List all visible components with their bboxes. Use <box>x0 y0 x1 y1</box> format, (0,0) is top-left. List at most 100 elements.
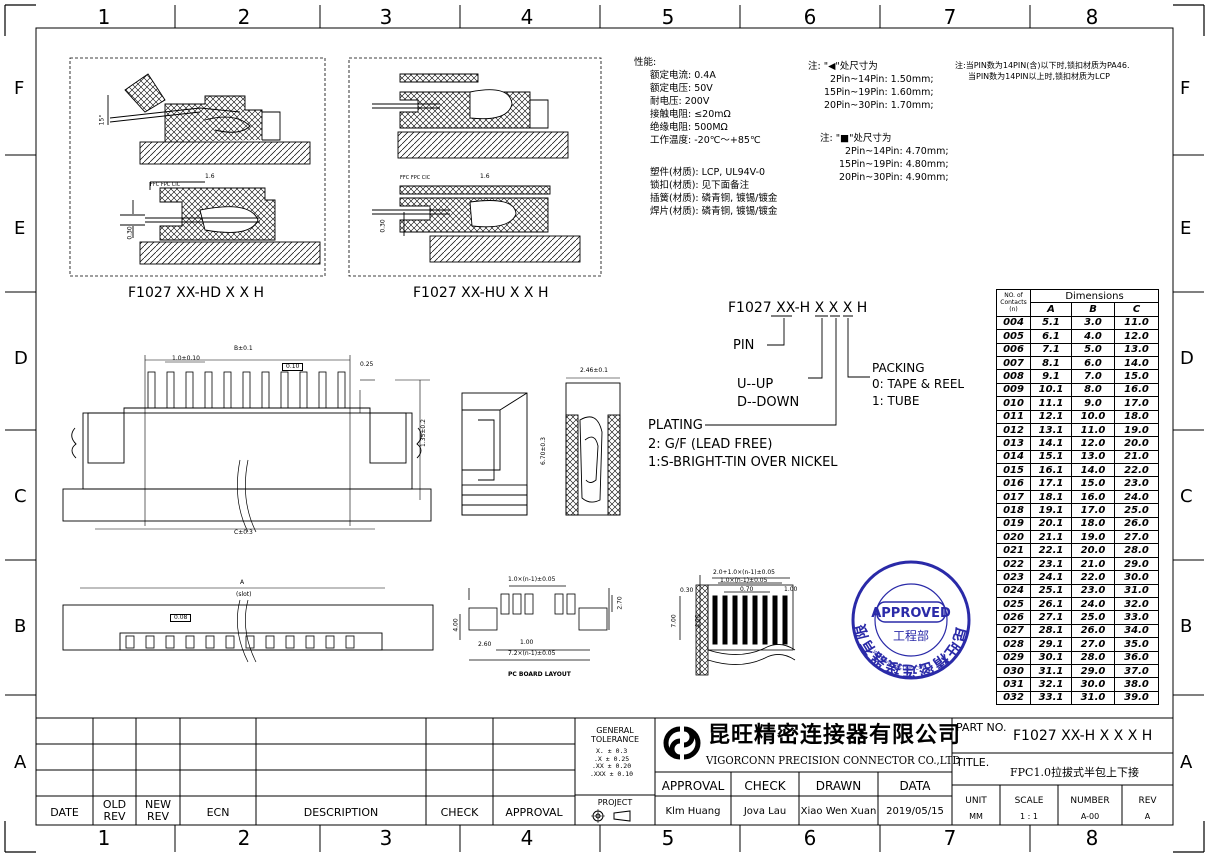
dims-cell-c: 29.0 <box>1114 556 1159 572</box>
zone-col-1: 1 <box>97 5 111 29</box>
scale-label: SCALE <box>1014 796 1044 806</box>
bottom-pin <box>205 635 215 649</box>
zone-row-b: B <box>1180 616 1193 637</box>
dims-cell-a: 22.1 <box>1030 543 1072 558</box>
tolerance-line: X. ± 0.3 <box>596 747 628 755</box>
dim-pitch: 1.0±0.10 <box>172 355 200 362</box>
dims-cell-a: 27.1 <box>1030 610 1072 625</box>
dims-cell-a: 15.1 <box>1030 449 1072 465</box>
fpc-070: 0.70 <box>740 586 754 593</box>
bottom-pin <box>325 635 335 649</box>
hd-dim-15deg: 15° <box>98 114 106 126</box>
note-line: 15Pin~19Pin: 1.60mm; <box>824 87 934 98</box>
tolerance-list: X. ± 0.3 .X ± 0.25 .XX ± 0.20 .XXX ± 0.1… <box>590 747 634 778</box>
dims-col-a: A <box>1030 302 1072 317</box>
dims-cell-c: 19.0 <box>1114 422 1159 438</box>
dims-cell-b: 27.0 <box>1071 637 1115 652</box>
rev-value: A <box>1144 812 1151 821</box>
tolerance-line: .XXX ± 0.10 <box>590 769 634 778</box>
tolerance-line: .XX ± 0.20 <box>592 762 632 770</box>
dim-flatness: 0.10 <box>282 363 304 371</box>
dims-cell-a: 30.1 <box>1030 650 1072 665</box>
dims-cell-a: 11.1 <box>1030 396 1072 411</box>
material-line: 锁扣(材质): 见下面备注 <box>650 180 750 191</box>
fpc-700: 7.00 <box>670 614 678 628</box>
dims-cell-a: 23.1 <box>1030 556 1072 572</box>
dims-cell-contacts: 017 <box>996 489 1031 505</box>
dims-cell-contacts: 006 <box>996 342 1031 357</box>
projection-symbol-icon <box>591 809 631 823</box>
company-name-en: VIGORCONN PRECISION CONNECTOR CO.,LTD <box>706 754 961 767</box>
hd-ffc-label: FFC FPC CIC <box>150 182 181 188</box>
rev-header-date: DATE <box>50 806 79 819</box>
dims-cell-b: 5.0 <box>1071 342 1115 357</box>
hd-view-label: F1027 XX-HD X X H <box>128 285 265 301</box>
performance-line: 耐电压: 200V <box>650 96 710 107</box>
dim-025: 0.25 <box>360 361 374 368</box>
front-pin <box>223 371 232 409</box>
zone-col-7: 7 <box>943 826 957 850</box>
fpc-finger <box>712 595 718 645</box>
dim-flatness-bottom: 0.08 <box>170 614 192 622</box>
dims-cell-a: 32.1 <box>1030 677 1072 692</box>
dims-cell-b: 29.0 <box>1071 663 1115 679</box>
part-code-plating-2: 2: G/F (LEAD FREE) <box>648 437 773 452</box>
front-pin <box>204 371 213 409</box>
dims-cell-b: 25.0 <box>1071 610 1115 625</box>
approved-stamp: 昆旺精密连接器有限公司 WWW.VIGORCONN.COM APPROVED 工… <box>849 558 971 680</box>
side-section-view <box>565 377 621 516</box>
dims-cell-b: 13.0 <box>1071 449 1115 465</box>
dims-cell-a: 12.1 <box>1030 409 1072 424</box>
front-pin <box>280 371 289 409</box>
dims-cell-b: 20.0 <box>1071 543 1115 558</box>
bottom-pin <box>125 635 135 649</box>
rev-header-new-rev: NEW REV <box>144 798 172 823</box>
note-line: 20Pin~30Pin: 1.70mm; <box>824 100 934 111</box>
zone-col-3: 3 <box>379 826 393 850</box>
zone-col-8: 8 <box>1085 826 1099 850</box>
dims-cell-c: 16.0 <box>1114 382 1159 398</box>
dims-cell-c: 38.0 <box>1114 677 1159 692</box>
dims-cell-contacts: 022 <box>996 556 1031 572</box>
rev-header-approval: APPROVAL <box>505 806 563 819</box>
zone-col-6: 6 <box>803 5 817 29</box>
pcb-total: 7.2×(n-1)±0.05 <box>508 650 556 657</box>
material-line: 焊片(材质): 磷青铜, 镀锡/镀金 <box>650 206 778 217</box>
rev-header-check: CHECK <box>440 806 479 819</box>
dims-cell-contacts: 026 <box>996 610 1031 625</box>
dims-head-no: NO. of Contacts (n) <box>996 289 1031 317</box>
fpc-finger <box>742 595 748 645</box>
pcb-title: PC BOARD LAYOUT <box>508 671 571 678</box>
number-value: A-00 <box>1080 812 1100 821</box>
dims-cell-contacts: 010 <box>996 396 1031 411</box>
dims-cell-contacts: 018 <box>996 503 1031 518</box>
dims-cell-contacts: 012 <box>996 422 1031 438</box>
stamp-approved: APPROVED <box>871 606 951 621</box>
note-lock-material: 注:当PIN数为14PIN(含)以下时,锁扣材质为PA46. 当PIN数为14P… <box>955 60 1130 82</box>
rev-label: REV <box>1138 796 1157 806</box>
performance-line: 额定电流: 0.4A <box>650 70 716 81</box>
drawn-name: Xiao Wen Xuan <box>800 806 877 817</box>
dims-cell-c: 11.0 <box>1114 315 1159 331</box>
hu-closed-view <box>372 185 581 263</box>
dims-cell-contacts: 032 <box>996 690 1031 706</box>
hu-open-view <box>372 73 569 159</box>
fpc-finger <box>732 595 738 645</box>
dims-cell-c: 36.0 <box>1114 650 1159 665</box>
title-label: TITLE. <box>956 756 990 769</box>
dims-cell-b: 8.0 <box>1071 382 1115 398</box>
part-code-leaders <box>705 315 870 426</box>
zone-row-e: E <box>1180 218 1192 239</box>
pcb-270: 2.70 <box>616 596 624 610</box>
dims-cell-c: 28.0 <box>1114 543 1159 558</box>
